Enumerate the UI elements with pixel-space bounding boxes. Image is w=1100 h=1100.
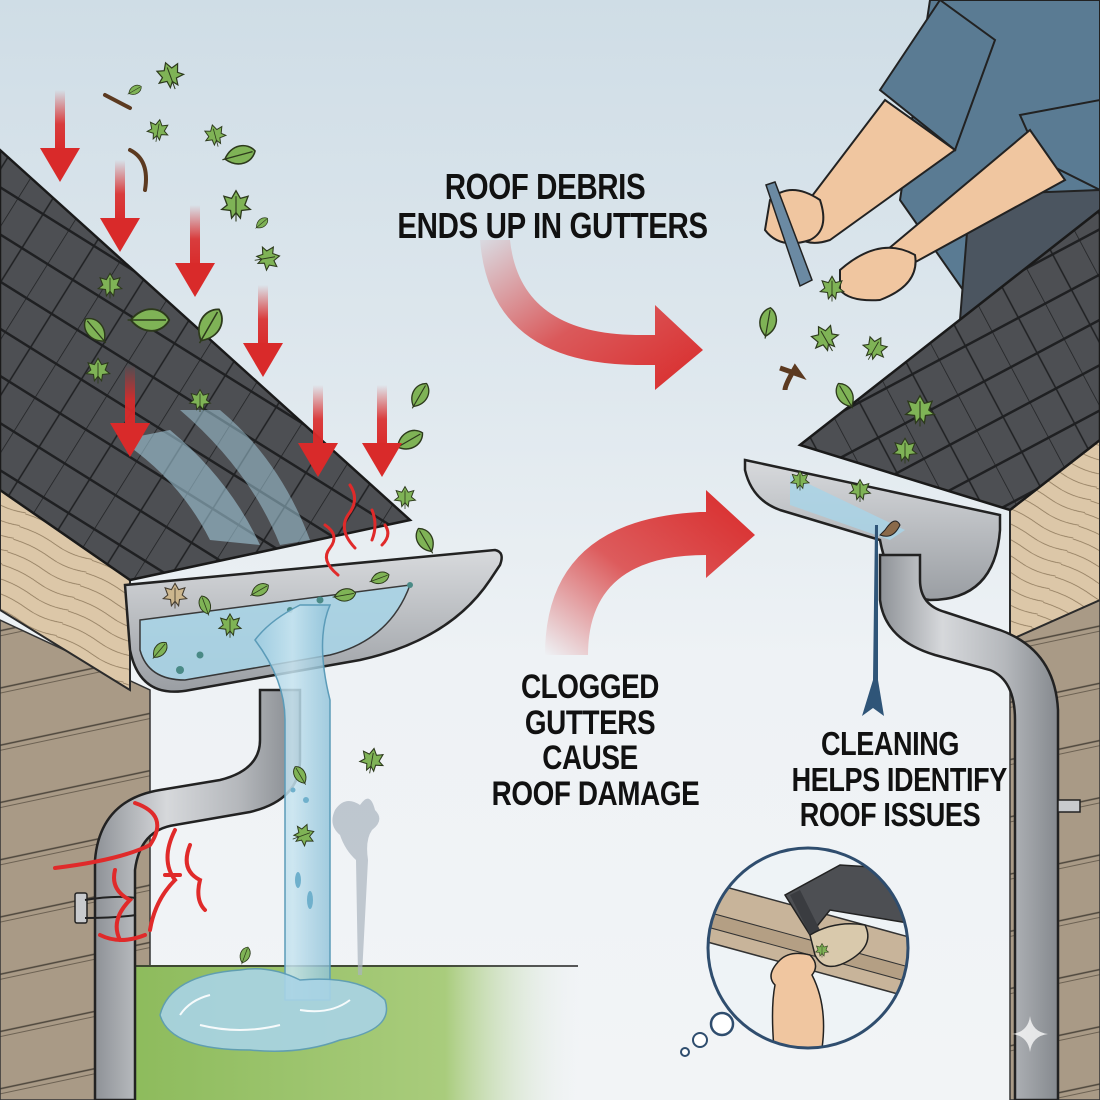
down-arrow-icon [243, 285, 283, 377]
damage-squiggles [323, 483, 390, 577]
down-arrow-icon [100, 160, 140, 252]
roof-left [0, 148, 413, 582]
curved-arrow-up-right [545, 490, 755, 655]
damage-cracks-icon [53, 801, 207, 942]
pointer-line [862, 525, 884, 716]
caption-line: ROOF DEBRIS [444, 166, 646, 207]
person-hand-right [839, 246, 917, 302]
downspout-right [878, 553, 1060, 1100]
caption-line: CLEANING [820, 725, 960, 762]
roof-right [797, 208, 1100, 512]
left-scene-clogged-gutter [0, 57, 580, 1100]
caption-line: CAUSE [542, 739, 638, 778]
caption-cleaning-helps: CLEANING HELPS IDENTIFY ROOF ISSUES [791, 725, 1008, 834]
water-splash [332, 798, 380, 975]
caption-line: ROOF ISSUES [799, 796, 981, 834]
caption-line: ENDS UP IN GUTTERS [397, 204, 708, 246]
falling-debris [78, 57, 440, 558]
pipe-bracket-right [1057, 799, 1081, 813]
gutter-scraper-tool [765, 181, 813, 288]
down-arrow-icon [175, 205, 215, 297]
thought-bubble-inset [680, 846, 910, 1057]
curved-arrow-down-right [480, 240, 703, 390]
downspout-left [93, 688, 302, 1100]
caption-line: GUTTERS [524, 703, 656, 742]
caption-line: ROOF DAMAGE [491, 775, 700, 814]
puddle [159, 968, 388, 1052]
twig [779, 363, 807, 391]
right-scene-cleaning [680, 0, 1100, 1100]
pipe-bracket [74, 892, 88, 924]
caption-line: CLOGGED [520, 668, 660, 706]
caption-line: HELPS IDENTIFY [791, 760, 1008, 798]
caption-roof-debris: ROOF DEBRIS ENDS UP IN GUTTERS [397, 166, 708, 246]
down-arrow-icon [40, 90, 80, 182]
sparkle-icon [1012, 1016, 1048, 1052]
down-arrow-icon [362, 385, 402, 477]
caption-clogged-gutters: CLOGGED GUTTERS CAUSE ROOF DAMAGE [491, 668, 700, 814]
